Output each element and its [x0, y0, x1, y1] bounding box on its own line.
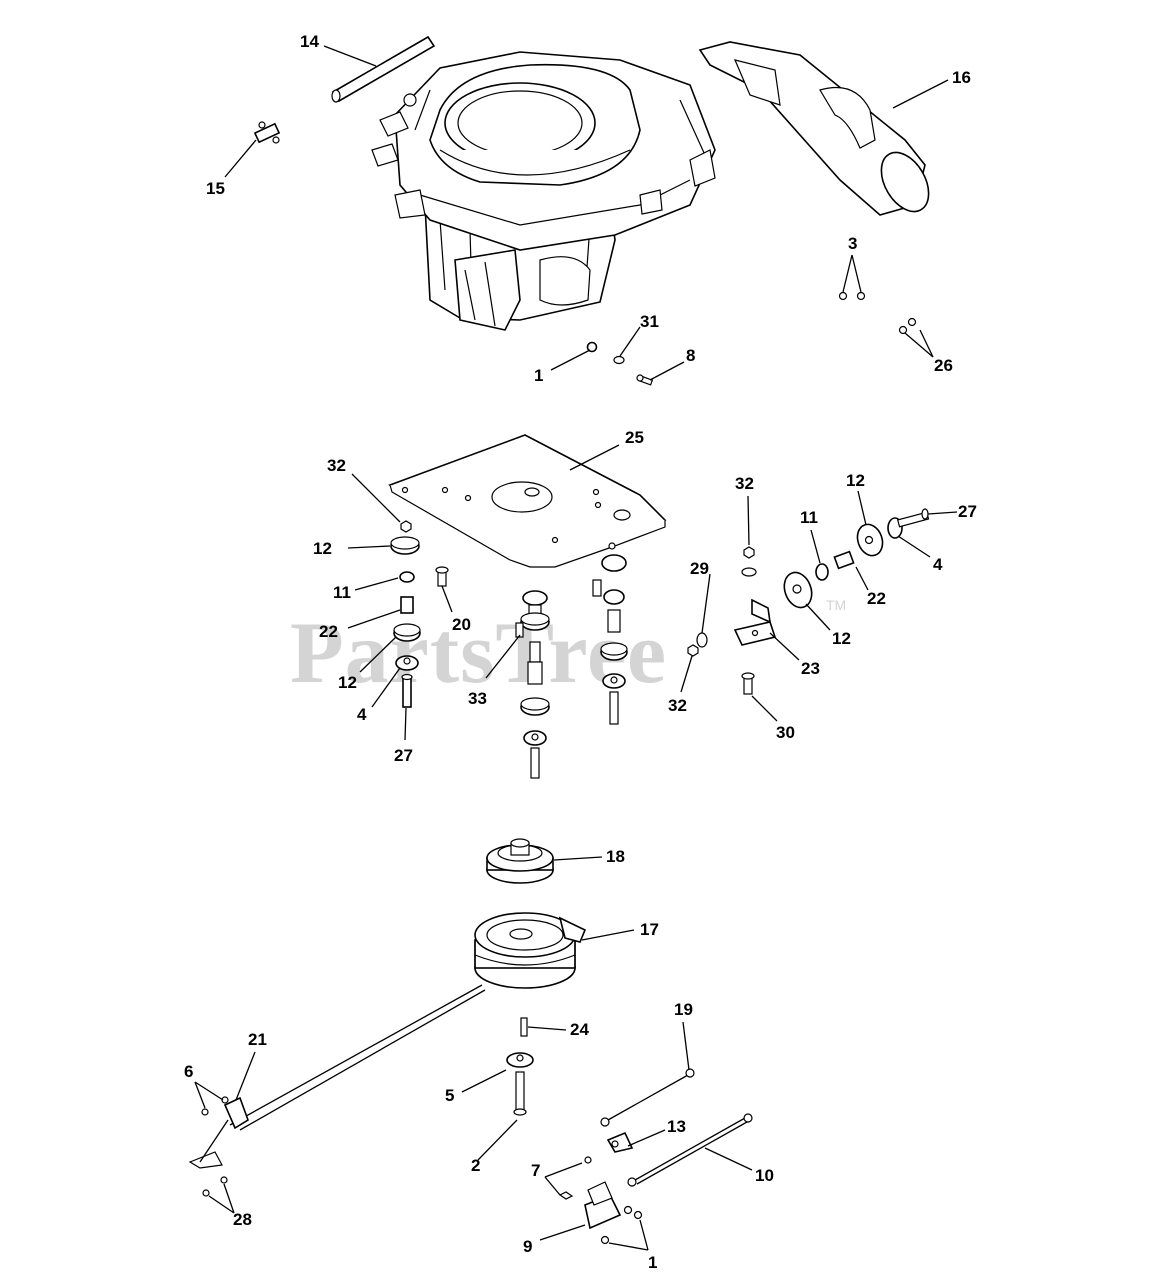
callout-12-left-bottom: 12 [338, 673, 357, 692]
callout-1-upper: 1 [534, 366, 543, 385]
callout-27-left: 27 [394, 746, 413, 765]
watermark-trademark: TM [826, 597, 846, 613]
callout-21: 21 [248, 1030, 267, 1049]
part-15-valve [253, 121, 281, 144]
callout-14: 14 [300, 32, 319, 51]
callout-2: 2 [471, 1156, 480, 1175]
callout-27-right: 27 [958, 502, 977, 521]
callout-8: 8 [686, 346, 695, 365]
callout-17: 17 [640, 920, 659, 939]
callout-30: 30 [776, 723, 795, 742]
callout-15: 15 [206, 179, 225, 198]
callout-4-right: 4 [933, 555, 943, 574]
callout-32-right-top: 32 [735, 474, 754, 493]
part-1-nut-upper [586, 341, 598, 353]
part-18-pulley [486, 838, 554, 884]
part-14-tube [331, 35, 436, 103]
part-19-cable [600, 1068, 695, 1127]
part-2-bolt [513, 1071, 527, 1116]
callout-22-right: 22 [867, 589, 886, 608]
part-10-cable [627, 1113, 753, 1187]
callout-25: 25 [625, 428, 644, 447]
part-21-wire [188, 984, 486, 1197]
callout-12-right-bottom: 12 [832, 629, 851, 648]
part-3-nut-b [856, 291, 866, 301]
callout-18: 18 [606, 847, 625, 866]
callout-6: 6 [184, 1062, 193, 1081]
right-isolator-stack [592, 542, 628, 725]
callout-33: 33 [468, 689, 487, 708]
engine-illustration [371, 51, 716, 331]
part-8-bolt [636, 374, 654, 386]
callout-32-left: 32 [327, 456, 346, 475]
callout-5: 5 [445, 1086, 454, 1105]
callout-9: 9 [523, 1237, 532, 1256]
part-3-nut-a [838, 291, 848, 301]
callout-3: 3 [848, 234, 857, 253]
part-26-nut-a [898, 325, 908, 335]
callout-24: 24 [570, 1020, 589, 1039]
part-17-clutch [474, 912, 587, 989]
callout-19: 19 [674, 1000, 693, 1019]
callout-12-right-top: 12 [846, 471, 865, 490]
callout-20: 20 [452, 615, 471, 634]
right-hardware [687, 508, 930, 695]
callout-23: 23 [801, 659, 820, 678]
part-20-bolt [435, 566, 449, 587]
leader-lines [194, 45, 958, 1251]
callout-31: 31 [640, 312, 659, 331]
callout-16: 16 [952, 68, 971, 87]
callout-26: 26 [934, 356, 953, 375]
part-31-washer [613, 355, 625, 365]
callout-7: 7 [531, 1161, 540, 1180]
callout-28: 28 [233, 1210, 252, 1229]
callout-29: 29 [690, 559, 709, 578]
left-isolator-stack [390, 520, 421, 708]
center-isolator-stack [515, 590, 550, 779]
part-9-bracket [558, 1156, 643, 1245]
part-13-terminal [606, 1131, 634, 1153]
part-16-muffler [698, 41, 930, 216]
callout-32-right-bottom: 32 [668, 696, 687, 715]
part-24-key [520, 1017, 528, 1037]
callout-22-left: 22 [319, 622, 338, 641]
part-26-nut-b [907, 317, 917, 327]
callouts: 14 15 16 3 31 8 1 26 25 32 12 11 22 20 1… [184, 32, 977, 1272]
callout-11-left: 11 [333, 583, 351, 602]
part-5-spacer [506, 1052, 534, 1068]
callout-11-right: 11 [800, 508, 818, 527]
callout-1-lower: 1 [648, 1253, 657, 1272]
callout-10: 10 [755, 1166, 774, 1185]
callout-12-left-top: 12 [313, 539, 332, 558]
part-25-engine-plate [388, 434, 667, 568]
callout-4-left: 4 [357, 705, 367, 724]
callout-13: 13 [667, 1117, 686, 1136]
